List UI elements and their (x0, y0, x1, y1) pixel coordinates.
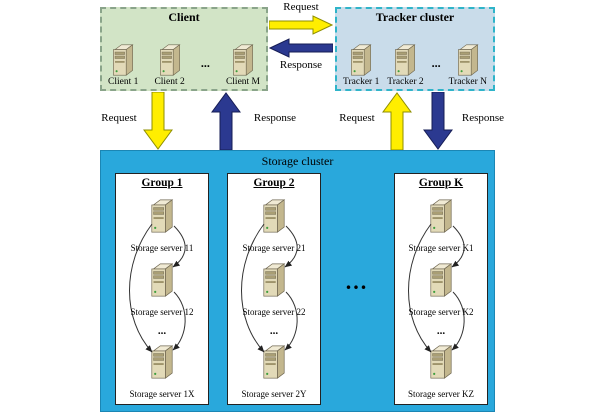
server-tower-icon (159, 44, 181, 76)
tracker-box-title: Tracker cluster (375, 10, 455, 24)
client-node: Client 1 (108, 44, 138, 87)
storage-group: Group K Storage server K1 Storage server… (394, 173, 488, 405)
server-tower-icon (112, 44, 134, 76)
server-tower-icon (429, 345, 453, 379)
tracker-node: Tracker 1 (343, 44, 379, 87)
group-title: Group K (418, 177, 464, 189)
request-arrow-label: Request (101, 112, 137, 124)
tracker-node: Tracker N (449, 44, 487, 87)
group-title: Group 1 (141, 177, 183, 189)
request-arrow-label: Request (283, 1, 319, 13)
storage-server-label: Storage server 22 (242, 307, 306, 317)
tracker-icon-row: Tracker 1 Tracker 2 ... Tracker N (341, 24, 489, 87)
client-node-label: Client 1 (108, 77, 139, 87)
ellipsis: ... (345, 269, 369, 294)
client-node: Client 2 (154, 44, 185, 87)
group-title: Group 2 (253, 177, 295, 189)
tracker-cluster-box: Tracker cluster Tracker 1 Tracker 2 ... … (335, 7, 495, 91)
request-arrow-right-icon (269, 15, 333, 35)
server-tower-icon (262, 345, 286, 379)
tracker-node-label: Tracker 1 (343, 77, 380, 87)
response-arrow-left-icon (269, 38, 333, 58)
storage-group: Group 2 Storage server 21 Storage server… (227, 173, 321, 405)
storage-server-label: Storage server KZ (408, 389, 474, 399)
response-arrow-label: Response (461, 112, 505, 124)
client-cluster-box: Client Client 1 Client 2 ... Client M (100, 7, 268, 91)
client-icon-row: Client 1 Client 2 ... Client M (106, 24, 262, 87)
storage-server-label: Storage server 1X (129, 389, 195, 399)
request-arrow-label: Request (339, 112, 375, 124)
response-arrow-label: Response (253, 112, 297, 124)
client-node-label: Client M (225, 77, 260, 87)
client-box-title: Client (168, 10, 200, 24)
ellipsis: ... (200, 56, 210, 70)
server-tower-icon (150, 263, 174, 297)
ellipsis: ... (436, 325, 446, 337)
server-tower-icon (150, 199, 174, 233)
response-arrow-label: Response (279, 59, 323, 71)
server-tower-icon (350, 44, 372, 76)
response-arrow-down-icon (423, 92, 453, 150)
storage-server-label: Storage server 2Y (241, 389, 307, 399)
storage-server-label: Storage server K2 (408, 307, 474, 317)
server-tower-icon (262, 263, 286, 297)
server-tower-icon (457, 44, 479, 76)
request-arrow-down-icon (143, 92, 173, 150)
storage-server-label: Storage server 11 (130, 243, 194, 253)
storage-cluster-title: Storage cluster (261, 154, 334, 168)
server-tower-icon (232, 44, 254, 76)
client-node-label: Client 2 (154, 77, 185, 87)
tracker-node: Tracker 2 (387, 44, 424, 87)
server-tower-icon (429, 263, 453, 297)
ellipsis: ... (431, 56, 441, 70)
storage-cluster-box: Storage cluster Group 1 Storage server 1… (100, 150, 495, 412)
server-tower-icon (150, 345, 174, 379)
server-tower-icon (429, 199, 453, 233)
ellipsis: ... (269, 325, 279, 337)
storage-server-label: Storage server K1 (408, 243, 474, 253)
server-tower-icon (394, 44, 416, 76)
tracker-node-label: Tracker N (448, 77, 487, 87)
client-node: Client M (226, 44, 260, 87)
server-tower-icon (262, 199, 286, 233)
request-arrow-up-icon (382, 92, 412, 150)
tracker-node-label: Tracker 2 (387, 77, 424, 87)
ellipsis: ... (157, 325, 167, 337)
storage-server-label: Storage server 12 (130, 307, 194, 317)
response-arrow-up-icon (211, 92, 241, 150)
storage-server-label: Storage server 21 (242, 243, 306, 253)
storage-group: Group 1 Storage server 11 Storage server… (115, 173, 209, 405)
